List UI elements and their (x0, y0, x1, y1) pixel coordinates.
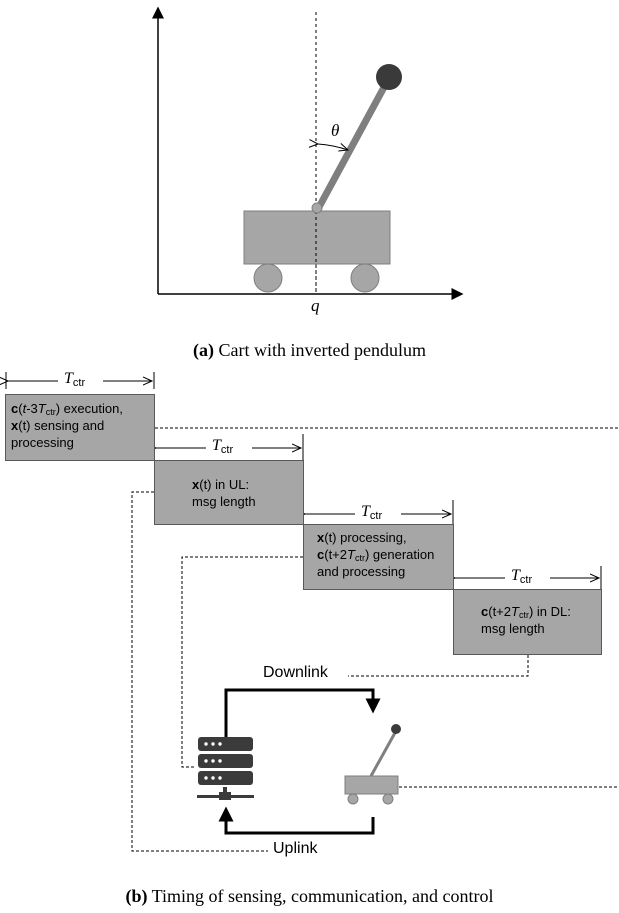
uplink-label: Uplink (270, 840, 321, 858)
caption-a: (a) Cart with inverted pendulum (0, 340, 619, 361)
period-label-1: Tctr (64, 370, 86, 389)
caption-b-text: Timing of sensing, communication, and co… (147, 886, 494, 906)
pendulum-ball (376, 64, 402, 90)
cart-wheel-left (253, 263, 283, 293)
caption-b-prefix: (b) (125, 886, 148, 906)
cart-body (243, 210, 391, 265)
cart (243, 210, 391, 293)
q-label: q (311, 296, 320, 315)
server-dashed-path (181, 556, 303, 768)
uplink-dashed-path (131, 491, 268, 852)
caption-b: (b) Timing of sensing, communication, an… (0, 886, 619, 907)
pivot-joint (311, 202, 323, 214)
timing-box-downlink: c(t+2Tctr) in DL: msg length (453, 589, 602, 655)
caption-a-text: Cart with inverted pendulum (214, 340, 426, 360)
downlink-label: Downlink (260, 664, 331, 682)
server-icon (197, 737, 254, 800)
timing-box-sensing: c(t-3Tctr) execution, x(t) sensing and p… (5, 394, 155, 461)
timing-box-uplink: x(t) in UL: msg length (154, 460, 304, 525)
uplink-arrow (218, 806, 375, 835)
period-label-3: Tctr (361, 503, 383, 522)
caption-a-prefix: (a) (193, 340, 215, 360)
period-label-2: Tctr (212, 437, 234, 456)
dashed-connectors (131, 427, 619, 852)
axes (152, 6, 464, 300)
pendulum (311, 64, 402, 214)
cart-wheel-right (350, 263, 380, 293)
timing-box-processing: x(t) processing, c(t+2Tctr) generation a… (303, 524, 454, 590)
pendulum-rod (314, 74, 393, 213)
downlink-arrow (224, 688, 381, 738)
period-label-4: Tctr (511, 567, 533, 586)
downlink-dashed-path (348, 655, 529, 677)
link-arrows (218, 688, 381, 835)
small-cart-icon (344, 724, 401, 805)
theta-arc (318, 144, 348, 150)
theta-label: θ (331, 121, 340, 140)
